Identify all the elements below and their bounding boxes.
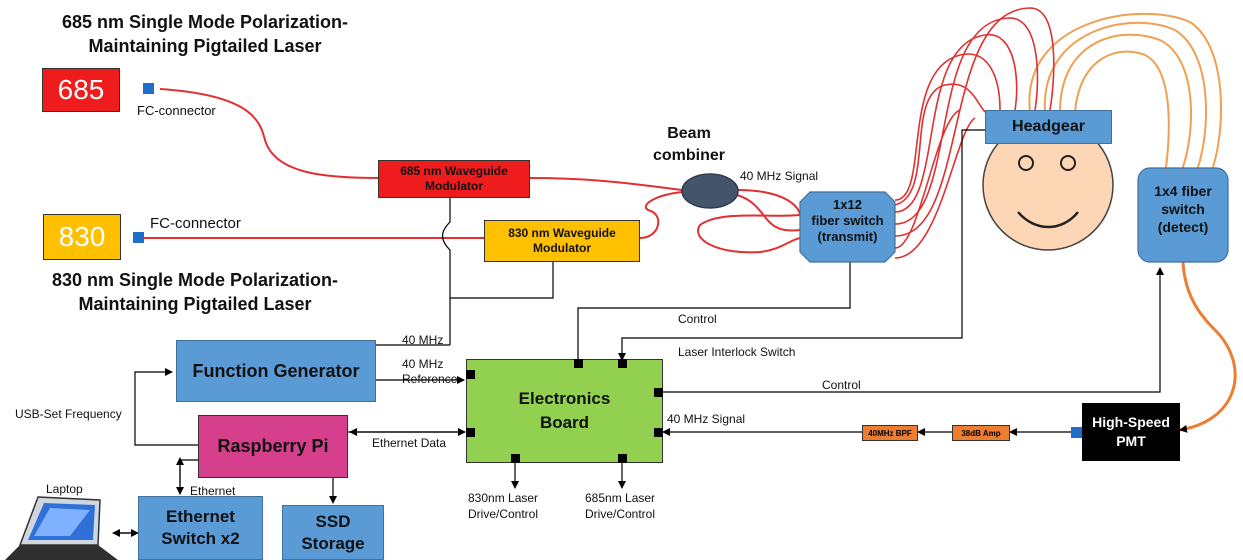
- ssd-storage: SSD Storage: [282, 505, 384, 560]
- electronics-board: Electronics Board: [466, 359, 663, 463]
- detect-fibers: [1028, 12, 1223, 176]
- fiber-switch-transmit: 1x12 fiber switch (transmit): [800, 197, 895, 245]
- orange-laser-title-line2: Maintaining Pigtailed Laser: [78, 294, 312, 314]
- pmt-line1: High-Speed: [1092, 414, 1170, 430]
- usb-label: USB-Set Frequency: [15, 407, 122, 421]
- drive685-line1: 685nm Laser: [585, 491, 656, 505]
- red-waveguide-modulator: 685 nm Waveguide Modulator: [378, 160, 530, 198]
- orange-laser-title: 830 nm Single Mode Polarization- Maintai…: [30, 268, 360, 316]
- board-port-830: [511, 454, 520, 463]
- headgear-label: Headgear: [1012, 118, 1085, 135]
- amplifier: 38dB Amp: [952, 425, 1010, 441]
- orange-waveguide-modulator: 830 nm Waveguide Modulator: [484, 220, 640, 262]
- beam-combiner-line2: combiner: [653, 147, 726, 164]
- fiber-switch-transmit-shape: [799, 191, 896, 263]
- ethernet-switch: Ethernet Switch x2: [138, 496, 263, 560]
- control-top-label: Control: [678, 312, 717, 326]
- laptop-icon: [5, 496, 118, 560]
- high-speed-pmt: High-Speed PMT: [1082, 403, 1180, 461]
- switch-rx-line1: 1x4 fiber: [1154, 183, 1212, 199]
- red-modulator-line1: 685 nm Waveguide: [400, 164, 508, 178]
- bandpass-filter: 40MHz BPF: [862, 425, 918, 441]
- detect-fiber: [1179, 261, 1237, 433]
- ethernet-label: Ethernet: [190, 484, 236, 498]
- transmit-fibers: [894, 7, 1055, 259]
- switch-tx-line3: (transmit): [817, 229, 878, 244]
- pmt-connector-icon: [1071, 427, 1082, 438]
- control-wires: [112, 129, 1164, 537]
- red-laser-title-line1: 685 nm Single Mode Polarization-: [61, 12, 349, 32]
- ethernet-data-label: Ethernet Data: [372, 436, 447, 450]
- face-icon: [982, 119, 1114, 251]
- mhz40-reference-label: 40 MHz Reference: [402, 357, 457, 387]
- function-generator-label: Function Generator: [192, 360, 360, 381]
- laser-fibers: [144, 88, 801, 254]
- beam-combiner-label: Beam combiner: [653, 123, 725, 167]
- red-laser-label: 685: [57, 74, 105, 105]
- mhz40-ref-line1: 40 MHz: [402, 357, 444, 371]
- switch-rx-line2: switch: [1161, 201, 1205, 217]
- orange-fc-connector-label: FC-connector: [150, 215, 241, 232]
- ethernet-switch-line1: Ethernet: [166, 507, 235, 526]
- orange-laser-label: 830: [58, 221, 106, 252]
- orange-modulator-line1: 830 nm Waveguide: [508, 226, 616, 240]
- board-port-ref: [466, 370, 475, 379]
- raspberry-pi-label: Raspberry Pi: [217, 436, 329, 456]
- ethernet-switch-line2: Switch x2: [161, 529, 240, 548]
- red-fc-connector-label: FC-connector: [137, 103, 216, 118]
- fiber-switch-detect: 1x4 fiber switch (detect): [1138, 182, 1228, 236]
- drive685-line2: Drive/Control: [585, 507, 656, 521]
- drive830-line1: 830nm Laser: [468, 491, 539, 505]
- beam-combiner-line1: Beam: [667, 125, 711, 142]
- red-modulator-line2: Modulator: [425, 179, 483, 193]
- red-laser-title-line2: Maintaining Pigtailed Laser: [88, 36, 322, 56]
- board-port-signal: [654, 428, 663, 437]
- orange-laser-830: 830: [43, 214, 121, 260]
- interlock-label: Laser Interlock Switch: [678, 345, 796, 359]
- switch-rx-line3: (detect): [1157, 219, 1209, 235]
- board-port-control-out: [654, 388, 663, 397]
- orange-fc-connector-icon: [133, 232, 144, 243]
- board-port-control: [574, 359, 583, 368]
- electronics-line2: Board: [539, 413, 590, 432]
- pmt-line2: PMT: [1116, 433, 1146, 449]
- orange-laser-title-line1: 830 nm Single Mode Polarization-: [51, 270, 339, 290]
- drive830-line2: Drive/Control: [468, 507, 539, 521]
- drive685-label: 685nm Laser Drive/Control: [585, 490, 655, 522]
- laptop-label: Laptop: [46, 482, 83, 496]
- switch-tx-line2: fiber switch: [811, 213, 884, 228]
- mhz40-ref-line2: Reference: [402, 372, 458, 386]
- ssd-line1: SSD: [315, 511, 351, 531]
- function-generator: Function Generator: [176, 340, 376, 402]
- control-right-label: Control: [822, 378, 861, 392]
- board-port-685: [618, 454, 627, 463]
- mhz40-label: 40 MHz: [402, 333, 444, 347]
- fiber-switch-detect-shape: [1137, 167, 1229, 263]
- electronics-line1: Electronics: [518, 389, 611, 408]
- signal40-label: 40 MHz Signal: [667, 412, 746, 426]
- red-laser-685: 685: [42, 68, 120, 112]
- switch-tx-line1: 1x12: [833, 197, 862, 212]
- combiner-signal-label: 40 MHz Signal: [740, 169, 819, 183]
- board-port-interlock: [618, 359, 627, 368]
- red-fc-connector-icon: [143, 83, 154, 94]
- orange-modulator-line2: Modulator: [533, 241, 591, 255]
- red-laser-title: 685 nm Single Mode Polarization- Maintai…: [40, 10, 370, 58]
- headgear-box: Headgear: [985, 110, 1112, 144]
- bpf-label: 40MHz BPF: [868, 428, 912, 438]
- beam-combiner-shape: [681, 173, 739, 209]
- board-port-ethernet: [466, 428, 475, 437]
- drive830-label: 830nm Laser Drive/Control: [468, 490, 538, 522]
- ssd-line2: Storage: [301, 533, 365, 553]
- raspberry-pi: Raspberry Pi: [198, 415, 348, 478]
- amp-label: 38dB Amp: [961, 428, 1001, 438]
